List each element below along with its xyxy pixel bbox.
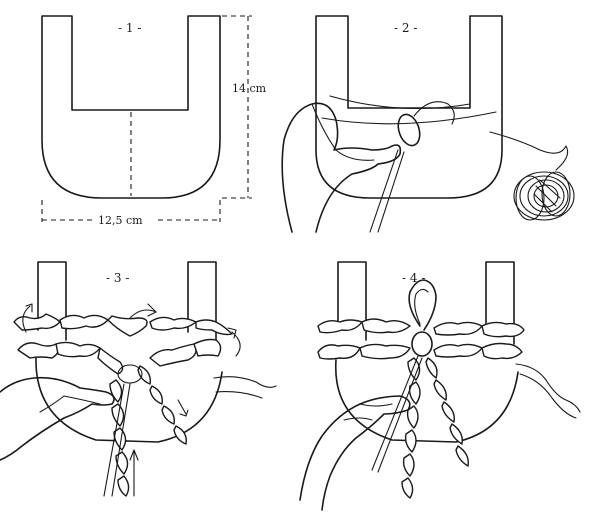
hanging-cord-right-3 [137,365,187,445]
finger-2 [311,103,375,161]
twisted-cord-left-4 [317,318,411,360]
top-loop-4 [408,279,437,331]
top-loop-inner-4 [414,288,429,325]
strand-ring-3 [117,364,143,384]
knot-4 [411,331,433,357]
height-label: 14 cm [232,82,267,95]
step-label-3: - 3 - [106,271,129,285]
bag-body-3 [35,355,223,443]
fold-edge-2 [321,95,497,125]
hand-3 [0,376,115,461]
yarn-strand-down [369,149,405,233]
arrow-up-icon [129,449,139,497]
thin-strand-3 [103,383,131,497]
step-label-4: - 4 - [402,271,425,285]
hand-2 [281,102,402,233]
hanging-cord-left-4 [401,357,421,499]
twisted-cord-right-4 [433,321,525,360]
flap-right-4 [485,261,515,345]
hanging-cord-right-4 [425,357,469,467]
panel-1: - 1 - 14 cm 12,5 cm [41,15,267,227]
step-label-1: - 1 - [118,21,141,35]
arrow-down-icon [177,399,189,417]
hanging-cord-left-3 [109,379,130,497]
twisted-cord-lower-3 [17,338,222,375]
yarn-right-3 [213,376,277,399]
flap-right-3 [187,261,217,345]
twisted-cord-top-3 [13,313,233,337]
finger-4 [343,403,393,421]
step-label-2: - 2 - [394,21,417,35]
width-label: 12,5 cm [98,214,143,227]
yarn-right-4 [515,363,581,419]
panel-4: - 4 - [299,261,581,511]
arrow-curve-left-icon [22,303,33,333]
arrow-curve-top-icon [129,303,157,319]
yarn-strand-up [413,101,455,125]
flap-left-3 [37,261,67,341]
pattern-outline-2 [315,15,503,199]
pattern-outline [41,15,221,199]
yarn-loop [397,113,421,147]
bag-body-4 [335,359,519,443]
yarn-ball-icon [513,171,575,221]
panel-3: - 3 - [0,261,277,497]
arrow-curve-right-icon [227,327,241,357]
hand-4 [299,395,411,511]
flap-left-4 [337,261,367,341]
yarn-to-ball [489,131,569,171]
panel-2: - 2 - [281,15,575,233]
finger-3 [39,395,101,413]
